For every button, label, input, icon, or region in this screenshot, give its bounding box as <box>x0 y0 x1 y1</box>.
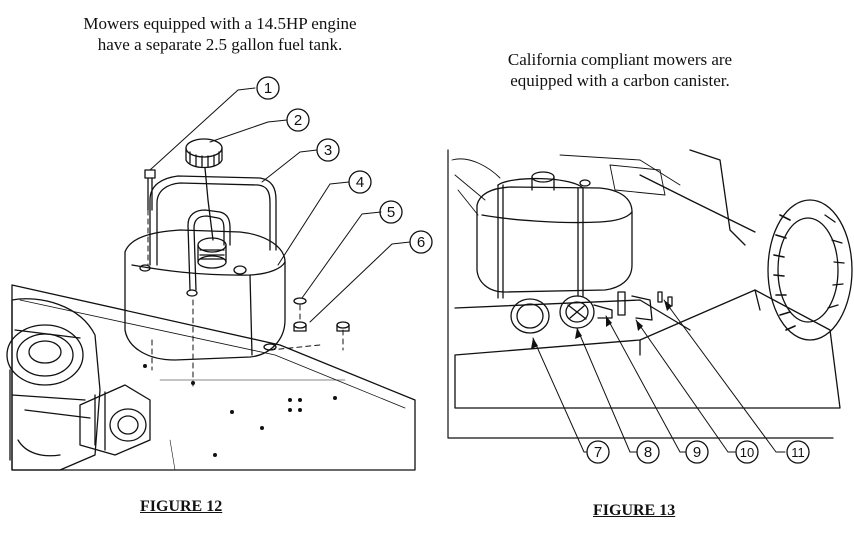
callout-leaders-right <box>532 299 786 453</box>
figure-12-drawing <box>6 76 433 471</box>
figure-12-caption: Mowers equipped with a 14.5HP engine hav… <box>40 13 400 55</box>
callout-7: 7 <box>594 444 602 461</box>
figure-13-caption-line-2: equipped with a carbon canister. <box>510 71 730 90</box>
figure-13-label: FIGURE 13 <box>593 502 676 519</box>
callout-leaders-left <box>149 87 411 323</box>
figure-13-drawing <box>447 149 853 464</box>
engine-assembly <box>6 298 151 471</box>
callout-9: 9 <box>693 444 701 461</box>
callout-numbers: 1 2 3 4 5 6 7 8 9 10 11 <box>264 80 805 461</box>
install-lines <box>147 209 344 389</box>
washers-and-nuts <box>263 297 350 351</box>
callout-4: 4 <box>356 174 364 191</box>
callout-10: 10 <box>740 445 754 460</box>
figure-12-caption-line-1: Mowers equipped with a 14.5HP engine <box>83 14 357 33</box>
callout-2: 2 <box>294 112 302 129</box>
callout-8: 8 <box>644 444 652 461</box>
callout-1: 1 <box>264 80 272 97</box>
figure-13-caption: California compliant mowers are equipped… <box>470 49 770 91</box>
callout-circles-left <box>256 76 433 254</box>
fuel-tank <box>124 229 286 361</box>
mower-deck-plate <box>11 284 416 471</box>
callout-5: 5 <box>387 204 395 221</box>
carbon-canister <box>510 291 653 334</box>
figure-13-caption-line-1: California compliant mowers are <box>507 50 733 69</box>
tank-strap <box>149 175 277 291</box>
strap-bolt <box>144 169 156 211</box>
callout-6: 6 <box>417 234 425 251</box>
callout-3: 3 <box>324 142 332 159</box>
figure-12-label: FIGURE 12 <box>140 498 223 515</box>
callout-arrowheads <box>531 300 672 349</box>
canister-bolts <box>657 291 673 307</box>
fuel-cap <box>185 138 223 241</box>
callout-11: 11 <box>791 445 805 460</box>
deck-holes <box>143 364 337 457</box>
figure-12-caption-line-2: have a separate 2.5 gallon fuel tank. <box>97 35 343 54</box>
callout-circles-right <box>586 440 810 464</box>
fuel-tank-fig13 <box>476 171 633 299</box>
wheel <box>767 199 853 341</box>
